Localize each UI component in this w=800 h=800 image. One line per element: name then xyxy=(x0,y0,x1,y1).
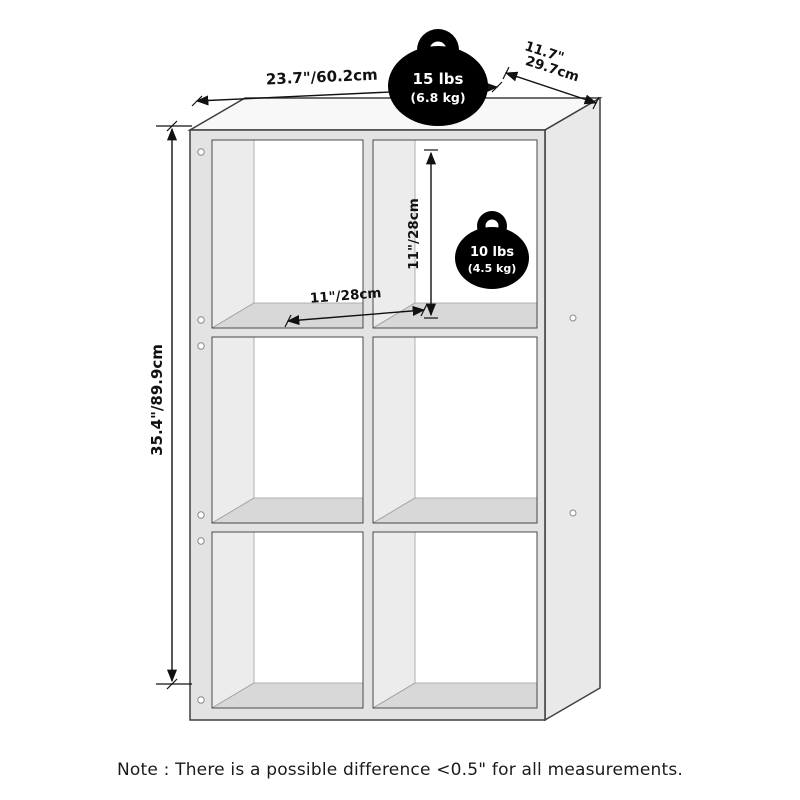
top-capacity-lbs: 15 lbs xyxy=(413,70,464,88)
cube-organizer-shelf xyxy=(187,96,603,722)
height-dimension-label: 35.4"/89.9cm xyxy=(148,344,166,456)
top-weight-capacity-badge: 15 lbs (6.8 kg) xyxy=(388,29,488,126)
shelf-weight-capacity-badge: 10 lbs (4.5 kg) xyxy=(455,211,529,289)
shelf-capacity-kg: (4.5 kg) xyxy=(468,262,517,275)
shelf-right-side-panel xyxy=(544,96,601,722)
shelf-capacity-lbs: 10 lbs xyxy=(470,245,514,260)
cube-height-dimension-label: 11"/28cm xyxy=(406,198,422,270)
cube-width-dimension: 11"/28cm xyxy=(284,285,428,328)
cubby-frame-outlines xyxy=(211,139,538,709)
cubby-middle-right xyxy=(373,337,537,523)
width-dimension-label: 23.7"/60.2cm xyxy=(266,66,379,89)
measurement-note: Note : There is a possible difference <0… xyxy=(116,760,684,780)
cubby-bottom-right xyxy=(373,532,537,708)
cube-height-dimension: 11"/28cm xyxy=(406,149,438,319)
cubby-bottom-left xyxy=(212,532,363,708)
kettlebell-icon xyxy=(388,29,488,126)
cubby-middle-left xyxy=(212,337,363,523)
cam-lock-holes xyxy=(197,148,577,704)
height-dimension: 35.4"/89.9cm xyxy=(148,120,192,690)
top-capacity-kg: (6.8 kg) xyxy=(410,90,465,105)
kettlebell-icon xyxy=(455,211,529,289)
cube-width-dimension-label: 11"/28cm xyxy=(309,285,382,307)
